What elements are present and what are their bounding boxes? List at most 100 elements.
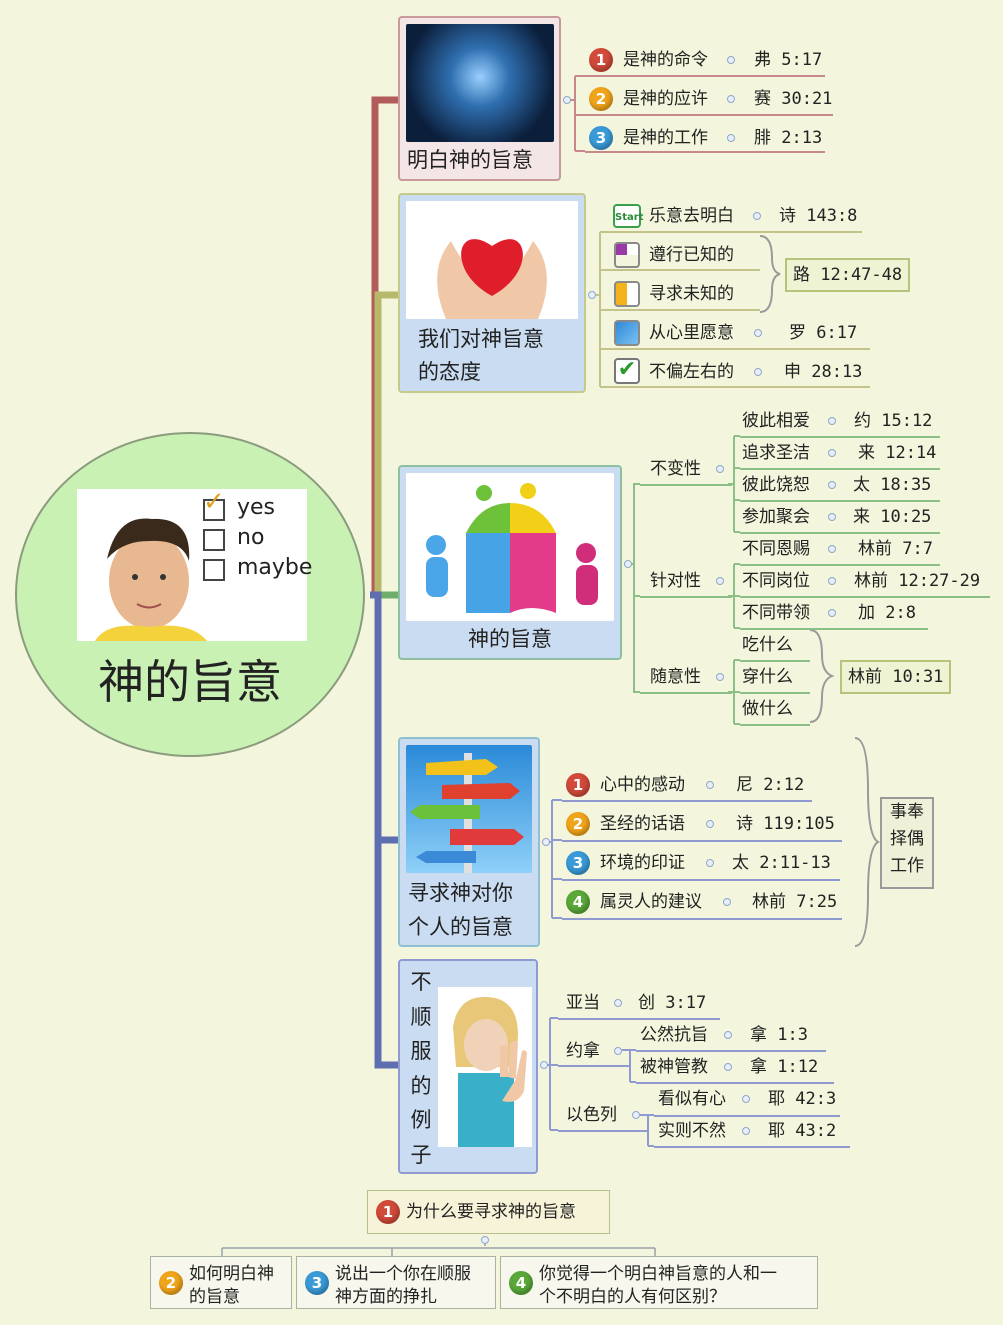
number-2-icon: 2 (159, 1271, 183, 1295)
branch5-item-2-child-2: 被神管教 (640, 1057, 708, 1077)
number-1-icon: 1 (589, 48, 613, 72)
three-quarter-progress-icon (614, 320, 640, 346)
collapse-dot[interactable] (828, 417, 836, 425)
branch5-item-3: 以色列 (566, 1105, 617, 1125)
collapse-dot[interactable] (614, 999, 622, 1007)
branch3-g2-item-3: 不同带领 (742, 603, 810, 623)
collapse-dot[interactable] (542, 838, 550, 846)
collapse-dot[interactable] (563, 96, 571, 104)
collapse-dot[interactable] (624, 560, 632, 568)
branch5-topic[interactable]: 不 顺 服 的 例 子 (398, 959, 538, 1174)
branch2-item-4: 从心里愿意 (649, 323, 734, 343)
branch3-group-1: 不变性 (650, 459, 701, 479)
underline (562, 918, 842, 920)
branch4-topic[interactable]: 寻求神对你 个人的旨意 (398, 737, 540, 947)
number-1-icon: 1 (376, 1200, 400, 1224)
branch3-g1-item-1: 彼此相爱 (742, 411, 810, 431)
question-main[interactable]: 1 为什么要寻求神的旨意 (367, 1190, 610, 1234)
collapse-dot[interactable] (753, 212, 761, 220)
branch1-item-1: 是神的命令 (623, 50, 708, 70)
heart-hands-image (406, 201, 578, 319)
branch3-g2-ref-2: 林前 12:27-29 (854, 571, 981, 591)
collapse-dot[interactable] (588, 291, 596, 299)
collapse-dot[interactable] (540, 1061, 548, 1069)
group-item-1: 事奉 (890, 802, 924, 822)
collapse-dot[interactable] (716, 465, 724, 473)
collapse-dot[interactable] (724, 1031, 732, 1039)
central-topic[interactable]: ✓ yes no maybe 神的旨意 (15, 432, 365, 757)
collapse-dot[interactable] (632, 1111, 640, 1119)
collapse-dot[interactable] (754, 329, 762, 337)
branch2-item-5: 不偏左右的 (649, 362, 734, 382)
underline (610, 386, 870, 388)
collapse-dot[interactable] (706, 820, 714, 828)
underline (610, 269, 760, 271)
underline (562, 879, 840, 881)
question-2[interactable]: 2 如何明白神 的旨意 (150, 1256, 292, 1309)
checkmark-icon: ✔ (614, 358, 640, 384)
collapse-dot[interactable] (742, 1127, 750, 1135)
branch4-ref-2: 诗 119:105 (736, 814, 835, 834)
collapse-dot[interactable] (828, 545, 836, 553)
branch1-ref-2: 赛 30:21 (754, 89, 833, 109)
underline (740, 532, 940, 534)
underline (740, 564, 940, 566)
branch1-item-3: 是神的工作 (623, 128, 708, 148)
branch2-ref-4: 罗 6:17 (789, 323, 858, 343)
branch5-item-2: 约拿 (566, 1041, 600, 1061)
collapse-dot[interactable] (828, 449, 836, 457)
stop-hand-icon (453, 996, 527, 1147)
underline (636, 1050, 826, 1052)
number-3-icon: 3 (589, 126, 613, 150)
collapse-dot[interactable] (828, 609, 836, 617)
collapse-dot[interactable] (706, 781, 714, 789)
collapse-dot[interactable] (727, 56, 735, 64)
number-3-icon: 3 (566, 851, 590, 875)
collapse-dot[interactable] (716, 577, 724, 585)
underline (585, 151, 825, 153)
quarter-progress-icon (614, 242, 640, 268)
label-char: 服 (410, 1039, 432, 1063)
branch3-group-2: 针对性 (650, 571, 701, 591)
central-image: ✓ yes no maybe (77, 489, 312, 641)
collapse-dot[interactable] (754, 368, 762, 376)
central-title: 神的旨意 (98, 655, 282, 709)
collapse-dot[interactable] (706, 859, 714, 867)
collapse-dot[interactable] (481, 1236, 489, 1244)
collapse-dot[interactable] (828, 481, 836, 489)
collapse-dot[interactable] (723, 898, 731, 906)
underline (636, 1082, 834, 1084)
underline (640, 692, 732, 694)
collapse-dot[interactable] (742, 1095, 750, 1103)
label-char: 例 (410, 1108, 432, 1132)
question-main-text: 为什么要寻求神的旨意 (406, 1202, 576, 1222)
branch5-label: 不 顺 服 的 例 子 (408, 965, 434, 1172)
underline (740, 596, 990, 598)
branch3-g2-ref-3: 加 2:8 (858, 603, 916, 623)
branch3-g1-item-4: 参加聚会 (742, 507, 810, 527)
question-4[interactable]: 4 你觉得一个明白神旨意的人和一 个不明白的人有何区别？ (500, 1256, 818, 1309)
branch2-topic[interactable]: 我们对神旨意 的态度 (398, 193, 586, 393)
label-char: 顺 (410, 1004, 432, 1029)
underline (558, 1065, 630, 1067)
collapse-dot[interactable] (724, 1063, 732, 1071)
branch4-label-line1: 寻求神对你 (408, 881, 513, 905)
brace-branch4 (854, 737, 880, 947)
signpost-image (406, 745, 532, 873)
branch3-topic[interactable]: 神的旨意 (398, 465, 622, 660)
collapse-dot[interactable] (828, 577, 836, 585)
underline (740, 500, 940, 502)
question-3[interactable]: 3 说出一个你在顺服 神方面的挣扎 (296, 1256, 496, 1309)
collapse-dot[interactable] (727, 95, 735, 103)
checklist-yes: yes (237, 495, 276, 520)
collapse-dot[interactable] (828, 513, 836, 521)
collapse-dot[interactable] (716, 673, 724, 681)
branch1-topic[interactable]: 明白神的旨意 (398, 16, 561, 181)
branch5-item-3-ref-2: 耶 43:2 (768, 1121, 837, 1141)
collapse-dot[interactable] (614, 1047, 622, 1055)
branch4-group-box: 事奉 择偶 工作 (880, 797, 934, 889)
brain-image (406, 24, 554, 142)
branch3-g1-ref-3: 太 18:35 (853, 475, 932, 495)
branch4-ref-3: 太 2:11-13 (732, 853, 831, 873)
collapse-dot[interactable] (727, 134, 735, 142)
